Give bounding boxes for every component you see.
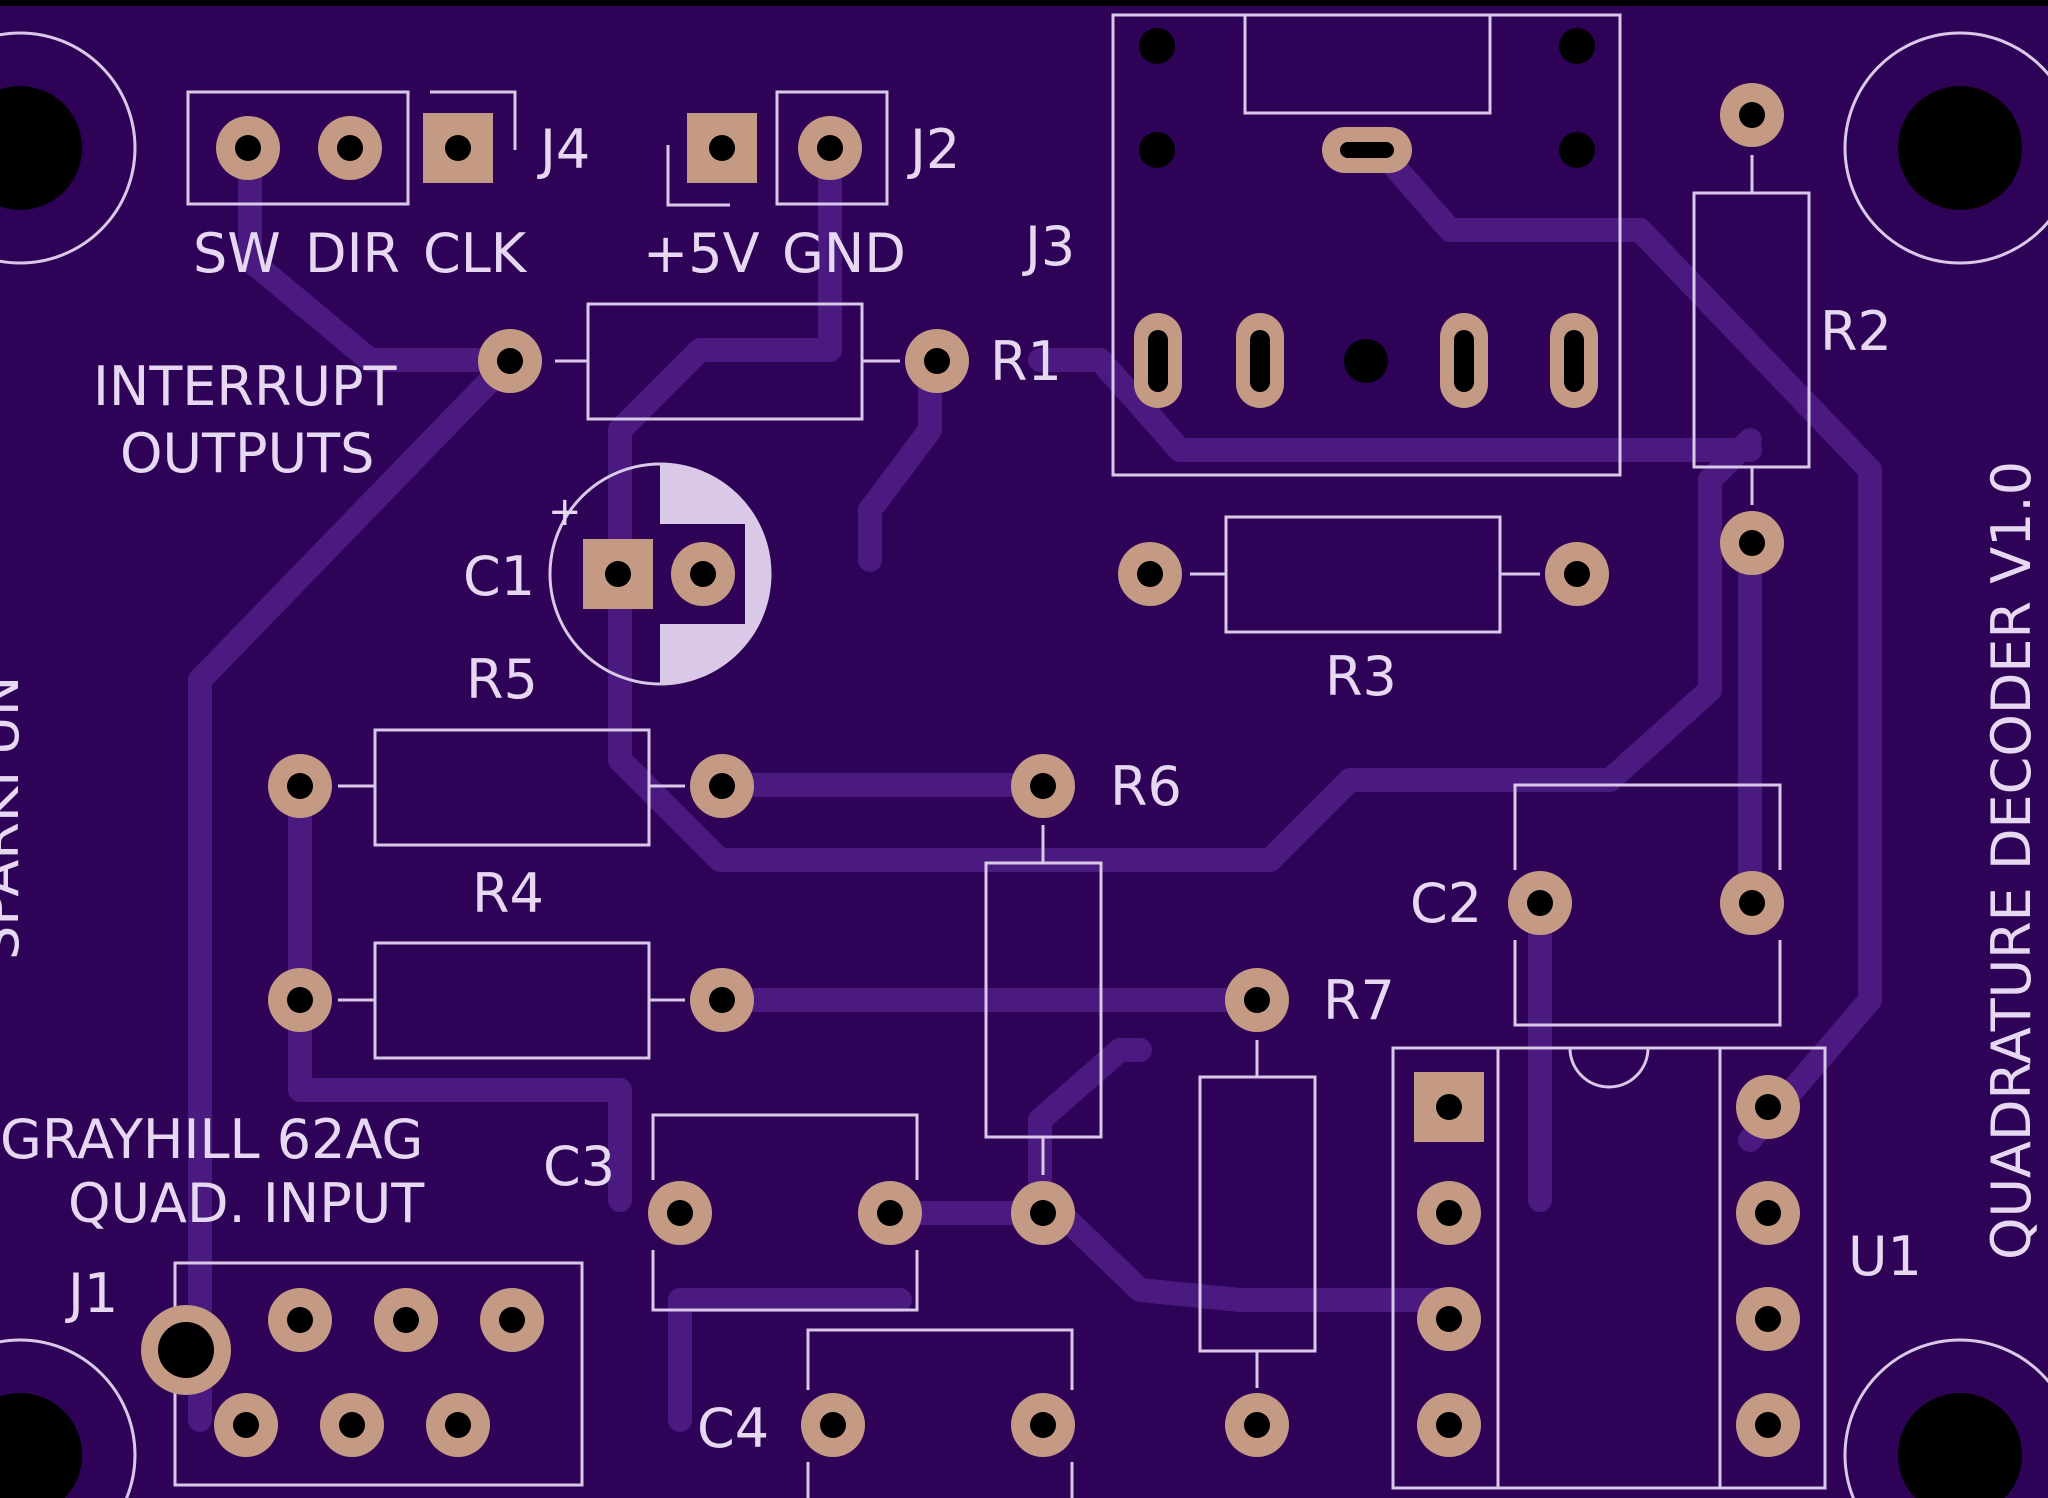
ic-u1	[1391, 1046, 1827, 1490]
label-outputs: OUTPUTS	[120, 422, 374, 485]
refdes-c4: C4	[697, 1397, 769, 1460]
mounting-hole-bottom-left	[0, 1338, 137, 1498]
resistor-r1	[478, 302, 969, 421]
capacitor-c2	[1508, 783, 1784, 1027]
capacitor-c1	[548, 462, 772, 686]
refdes-r4: R4	[472, 862, 544, 925]
board-substrate	[0, 5, 2048, 1498]
refdes-r2: R2	[1820, 300, 1892, 363]
board-edge	[0, 0, 2048, 6]
label-grayhill: GRAYHILL 62AG	[0, 1108, 423, 1171]
refdes-r1: R1	[990, 330, 1062, 393]
refdes-j1: J1	[65, 1262, 118, 1325]
c1-polarity-mark: +	[548, 489, 582, 535]
refdes-c3: C3	[543, 1135, 615, 1198]
resistor-r7	[1198, 968, 1317, 1457]
mounting-hole-bottom-right	[1843, 1338, 2048, 1498]
label-gnd: GND	[782, 222, 906, 285]
board-cut-text: SPARKFUN	[0, 676, 31, 960]
resistor-r3	[1118, 515, 1609, 634]
resistor-r6	[984, 754, 1103, 1245]
label-quad-input: QUAD. INPUT	[68, 1172, 425, 1235]
refdes-r6: R6	[1110, 755, 1182, 818]
connector-j3	[1111, 13, 1622, 477]
connector-j1	[141, 1261, 584, 1487]
refdes-c1: C1	[463, 545, 535, 608]
copper-traces	[188, 138, 1882, 1432]
label-5v: +5V	[643, 222, 760, 285]
refdes-r5: R5	[466, 648, 538, 711]
capacitor-c4	[801, 1328, 1075, 1498]
label-interrupt: INTERRUPT	[93, 355, 398, 418]
header-j4	[186, 90, 517, 206]
refdes-j4: J4	[537, 118, 590, 181]
mounting-hole-top-right	[1843, 31, 2048, 265]
mounting-hole-top-left	[0, 31, 137, 265]
resistor-r2	[1692, 83, 1811, 575]
refdes-r3: R3	[1325, 645, 1397, 708]
refdes-r7: R7	[1323, 969, 1395, 1032]
refdes-j2: J2	[907, 118, 960, 181]
refdes-c2: C2	[1410, 872, 1482, 935]
header-j2	[666, 90, 889, 207]
refdes-u1: U1	[1848, 1225, 1922, 1288]
refdes-j3: J3	[1022, 215, 1075, 278]
resistor-r4	[268, 941, 754, 1060]
board-title: QUADRATURE DECODER V1.0	[1980, 461, 2043, 1260]
label-dir: DIR	[305, 222, 400, 285]
label-sw: SW	[193, 222, 281, 285]
capacitor-c3	[648, 1113, 922, 1312]
label-clk: CLK	[423, 222, 528, 285]
resistor-r5	[268, 728, 754, 847]
